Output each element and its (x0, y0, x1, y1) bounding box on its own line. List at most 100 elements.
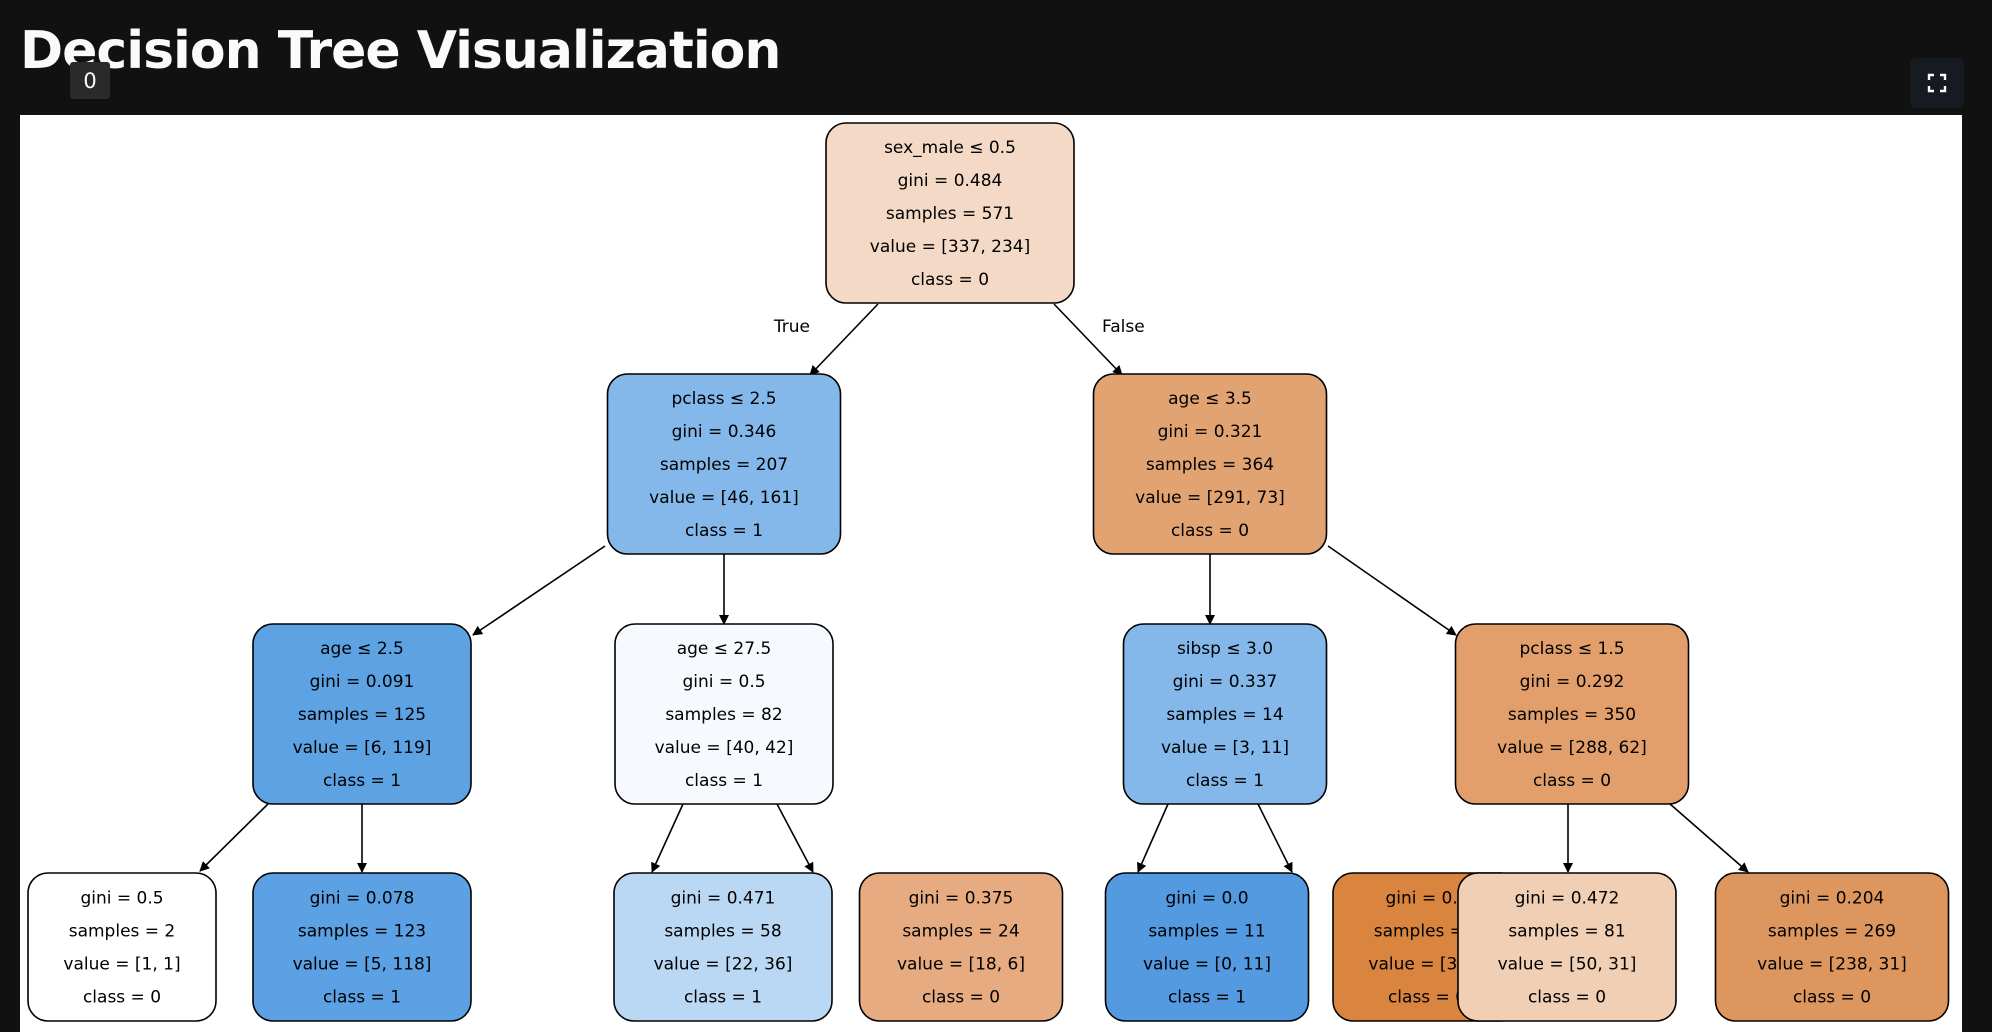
tree-edge-n4-n9 (651, 803, 684, 873)
node-line: gini = 0.204 (1780, 889, 1885, 909)
node-line: samples = 125 (298, 705, 426, 725)
tree-edge-n2-n6 (1327, 545, 1457, 636)
node-line: class = 0 (1528, 988, 1606, 1008)
node-line: class = 1 (323, 988, 401, 1008)
node-line: sibsp ≤ 3.0 (1177, 639, 1273, 659)
node-line: class = 1 (685, 771, 763, 791)
node-line: value = [5, 118] (293, 955, 432, 975)
tree-node-n11: gini = 0.0 samples = 11 value = [0, 11] cla… (1104, 872, 1310, 1022)
node-line: pclass ≤ 1.5 (1519, 639, 1624, 659)
tree-node-n14: gini = 0.204 samples = 269 value = [238, 3… (1714, 872, 1950, 1022)
edge-label-true: True (773, 317, 810, 337)
node-line: class = 0 (1793, 988, 1871, 1008)
node-box (252, 872, 472, 1022)
node-line: samples = 350 (1508, 705, 1636, 725)
node-line: gini = 0.346 (672, 422, 777, 442)
node-line: class = 0 (911, 270, 989, 290)
node-line: class = 1 (685, 521, 763, 541)
node-line: value = [6, 119] (293, 738, 432, 758)
node-line: samples = 364 (1146, 455, 1274, 475)
node-line: gini = 0.0 (1165, 889, 1248, 909)
node-line: gini = 0.5 (80, 889, 163, 909)
fullscreen-button[interactable] (1910, 58, 1964, 108)
node-line: class = 1 (684, 988, 762, 1008)
tree-edge-n0-n2 (1053, 303, 1123, 376)
node-line: samples = 58 (664, 922, 781, 942)
tree-edge-n6-n14 (1669, 803, 1749, 873)
node-line: gini = 0.375 (909, 889, 1014, 909)
node-box (1714, 872, 1950, 1022)
node-line: samples = 82 (665, 705, 782, 725)
node-box (1104, 872, 1310, 1022)
node-line: value = [291, 73] (1135, 488, 1285, 508)
node-box (27, 872, 217, 1022)
node-line: value = [50, 31] (1498, 955, 1637, 975)
node-line: value = [3, 0] (1368, 955, 1485, 975)
tree-edge-n4-n10 (776, 803, 814, 873)
node-line: class = 1 (1186, 771, 1264, 791)
node-line: gini = 0.484 (898, 171, 1003, 191)
node-line: value = [288, 62] (1497, 738, 1647, 758)
node-line: value = [238, 31] (1757, 955, 1907, 975)
node-line: age ≤ 3.5 (1168, 389, 1252, 409)
node-line: samples = 123 (298, 922, 426, 942)
node-line: gini = 0.091 (310, 672, 415, 692)
node-line: gini = 0.5 (682, 672, 765, 692)
node-line: class = 1 (1168, 988, 1246, 1008)
node-line: value = [0, 11] (1143, 955, 1271, 975)
node-line: samples = 24 (902, 922, 1019, 942)
node-line: class = 0 (922, 988, 1000, 1008)
fullscreen-icon (1927, 73, 1947, 93)
node-box (1454, 623, 1690, 805)
node-line: samples = 2 (69, 922, 176, 942)
node-box (825, 122, 1075, 304)
node-box (1457, 872, 1677, 1022)
node-line: gini = 0.471 (671, 889, 776, 909)
node-line: gini = 0.292 (1520, 672, 1625, 692)
node-box (1092, 373, 1328, 555)
node-line: samples = 3 (1374, 922, 1481, 942)
node-line: value = [3, 11] (1161, 738, 1289, 758)
node-line: gini = 0.472 (1515, 889, 1620, 909)
node-line: age ≤ 2.5 (320, 639, 404, 659)
tree-edge-n1-n3 (472, 545, 606, 636)
node-line: class = 0 (1388, 988, 1466, 1008)
node-line: samples = 207 (660, 455, 788, 475)
node-box (858, 872, 1064, 1022)
node-box (606, 373, 842, 555)
node-box (1122, 623, 1328, 805)
node-line: samples = 269 (1768, 922, 1896, 942)
tree-node-n5: sibsp ≤ 3.0 gini = 0.337 samples = 14 value… (1122, 623, 1328, 805)
node-line: samples = 11 (1148, 922, 1265, 942)
tree-edge-n0-n1 (809, 303, 879, 376)
node-line: age ≤ 27.5 (677, 639, 772, 659)
count-badge: 0 (70, 62, 110, 99)
node-line: gini = 0.321 (1158, 422, 1263, 442)
node-line: value = [46, 161] (649, 488, 799, 508)
node-line: value = [22, 36] (654, 955, 793, 975)
tree-edge-n5-n12 (1257, 803, 1293, 873)
edge-label-false: False (1102, 317, 1145, 337)
node-line: value = [1, 1] (63, 955, 180, 975)
tree-edge-n5-n11 (1137, 803, 1169, 873)
tree-node-n6: pclass ≤ 1.5 gini = 0.292 samples = 350 val… (1454, 623, 1690, 805)
tree-node-n7: gini = 0.5 samples = 2 value = [1, 1] class… (27, 872, 217, 1022)
node-line: pclass ≤ 2.5 (671, 389, 776, 409)
node-line: gini = 0.337 (1173, 672, 1278, 692)
page-title: Decision Tree Visualization (20, 21, 781, 81)
tree-node-n1: pclass ≤ 2.5 gini = 0.346 samples = 207 val… (606, 373, 842, 555)
node-line: value = [337, 234] (870, 237, 1030, 257)
node-line: class = 0 (1533, 771, 1611, 791)
node-line: gini = 0.0 (1385, 889, 1468, 909)
node-line: class = 0 (83, 988, 161, 1008)
tree-edge-n3-n7 (199, 803, 269, 872)
node-line: samples = 14 (1166, 705, 1283, 725)
node-line: samples = 571 (886, 204, 1014, 224)
node-box (613, 872, 833, 1022)
